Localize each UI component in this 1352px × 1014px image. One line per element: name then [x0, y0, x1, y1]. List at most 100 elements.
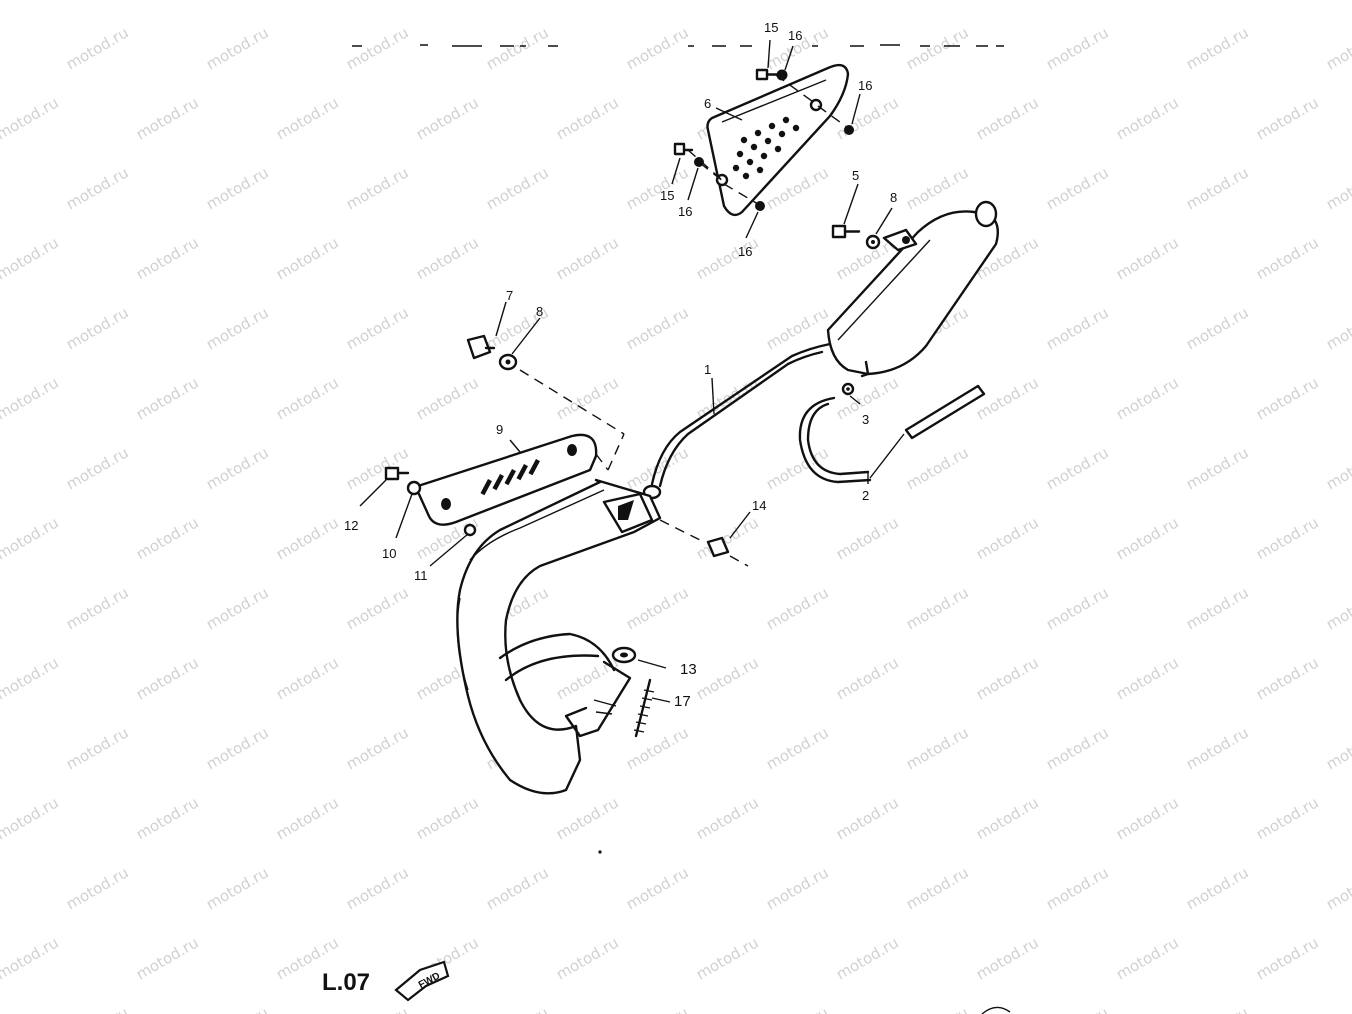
leader-lines	[359, 39, 893, 703]
watermark-text: motod.ru	[1183, 1003, 1252, 1014]
watermark-text: motod.ru	[1253, 0, 1322, 3]
callout-1: 1	[704, 362, 711, 377]
watermark-text: motod.ru	[1183, 23, 1252, 73]
watermark-text: motod.ru	[1253, 653, 1322, 703]
watermark-text: motod.ru	[623, 1003, 692, 1014]
watermark-text: motod.ru	[1043, 303, 1112, 353]
callout-2: 2	[862, 488, 869, 503]
watermark-text: motod.ru	[553, 233, 622, 283]
watermark-text: motod.ru	[133, 793, 202, 843]
heat-shield-9	[416, 433, 598, 526]
callout-16-bottom: 16	[738, 244, 752, 259]
watermark-text: motod.ru	[553, 793, 622, 843]
watermark-text: motod.ru	[903, 163, 972, 213]
watermark-text: motod.ru	[1113, 0, 1182, 3]
watermark-text: motod.ru	[1183, 723, 1252, 773]
bolt-5	[831, 224, 861, 239]
watermark-text: motod.ru	[623, 303, 692, 353]
callout-9: 9	[496, 422, 503, 437]
washer-8-left	[498, 353, 518, 371]
watermark-text: motod.ru	[1113, 933, 1182, 983]
watermark-text: motod.ru	[63, 303, 132, 353]
watermark-text: motod.ru	[1323, 303, 1352, 353]
watermark-text: motod.ru	[133, 653, 202, 703]
watermark-text: motod.ru	[1253, 513, 1322, 563]
watermark-text: motod.ru	[0, 793, 62, 843]
watermark-text: motod.ru	[1113, 373, 1182, 423]
watermark-text: motod.ru	[203, 443, 272, 493]
washer-10	[406, 480, 422, 496]
protector-tube-2	[798, 384, 986, 484]
watermark-text: motod.ru	[343, 583, 412, 633]
watermark-text: motod.ru	[1043, 723, 1112, 773]
watermark-text: motod.ru	[1043, 443, 1112, 493]
watermark-text: motod.ru	[763, 723, 832, 773]
watermark-text: motod.ru	[133, 93, 202, 143]
callout-8-left: 8	[536, 304, 543, 319]
watermark-text: motod.ru	[693, 0, 762, 3]
callout-11: 11	[414, 568, 428, 583]
watermark-text: motod.ru	[973, 93, 1042, 143]
watermark-text: motod.ru	[623, 723, 692, 773]
callout-16-right: 16	[858, 78, 872, 93]
watermark-text: motod.ru	[1253, 233, 1322, 283]
watermark-text: motod.ru	[623, 23, 692, 73]
watermark-text: motod.ru	[483, 863, 552, 913]
watermark-text: motod.ru	[63, 1003, 132, 1014]
watermark-text: motod.ru	[0, 0, 62, 3]
footer-mark: L.07 FWD	[322, 960, 1011, 1014]
watermark-text: motod.ru	[1113, 793, 1182, 843]
watermark-text: motod.ru	[1183, 443, 1252, 493]
bolt-7	[466, 334, 496, 360]
watermark-text: motod.ru	[63, 443, 132, 493]
watermark-text: motod.ru	[1183, 303, 1252, 353]
watermark-text: motod.ru	[203, 583, 272, 633]
callout-15-lower: 15	[660, 188, 674, 203]
watermark-text: motod.ru	[343, 863, 412, 913]
watermark-text: motod.ru	[1113, 653, 1182, 703]
callout-16-upper: 16	[788, 28, 802, 43]
callout-10: 10	[382, 546, 396, 561]
watermark-text: motod.ru	[1323, 723, 1352, 773]
watermark-text: motod.ru	[1043, 583, 1112, 633]
watermark-text: motod.ru	[763, 583, 832, 633]
watermark-text: motod.ru	[1043, 23, 1112, 73]
exhaust-chamber-lower-pipe	[564, 660, 632, 738]
damper-14	[706, 536, 730, 558]
spring-17	[633, 678, 655, 738]
watermark-text: motod.ru	[553, 93, 622, 143]
heat-shield-plate-upper	[706, 63, 850, 217]
watermark-text: motod.ru	[903, 443, 972, 493]
watermark-text: motod.ru	[0, 93, 62, 143]
callout-16-lower: 16	[678, 204, 692, 219]
watermark-text: motod.ru	[203, 23, 272, 73]
watermark-text: motod.ru	[833, 933, 902, 983]
watermark-text: motod.ru	[1043, 1003, 1112, 1014]
watermark-text: motod.ru	[273, 793, 342, 843]
watermark-text: motod.ru	[1183, 163, 1252, 213]
watermark-text: motod.ru	[133, 233, 202, 283]
callout-7: 7	[506, 288, 513, 303]
watermark-text: motod.ru	[343, 723, 412, 773]
watermark-text: motod.ru	[343, 23, 412, 73]
watermark-text: motod.ru	[973, 373, 1042, 423]
callout-14: 14	[752, 498, 766, 513]
watermark-text: motod.ru	[203, 863, 272, 913]
watermark-text: motod.ru	[903, 1003, 972, 1014]
watermark-text: motod.ru	[693, 653, 762, 703]
watermark-text: motod.ru	[133, 933, 202, 983]
watermark-text: motod.ru	[1323, 1003, 1352, 1014]
watermark-text: motod.ru	[0, 653, 62, 703]
watermark-text: motod.ru	[833, 653, 902, 703]
watermark-text: motod.ru	[413, 373, 482, 423]
watermark-text: motod.ru	[203, 1003, 272, 1014]
watermark-text: motod.ru	[413, 0, 482, 3]
watermark-text: motod.ru	[973, 933, 1042, 983]
watermark-text: motod.ru	[1253, 793, 1322, 843]
callout-5: 5	[852, 168, 859, 183]
watermark-text: motod.ru	[1253, 93, 1322, 143]
watermark-text: motod.ru	[1253, 373, 1322, 423]
watermark-text: motod.ru	[973, 653, 1042, 703]
watermark-text: motod.ru	[1183, 583, 1252, 633]
watermark-text: motod.ru	[483, 1003, 552, 1014]
